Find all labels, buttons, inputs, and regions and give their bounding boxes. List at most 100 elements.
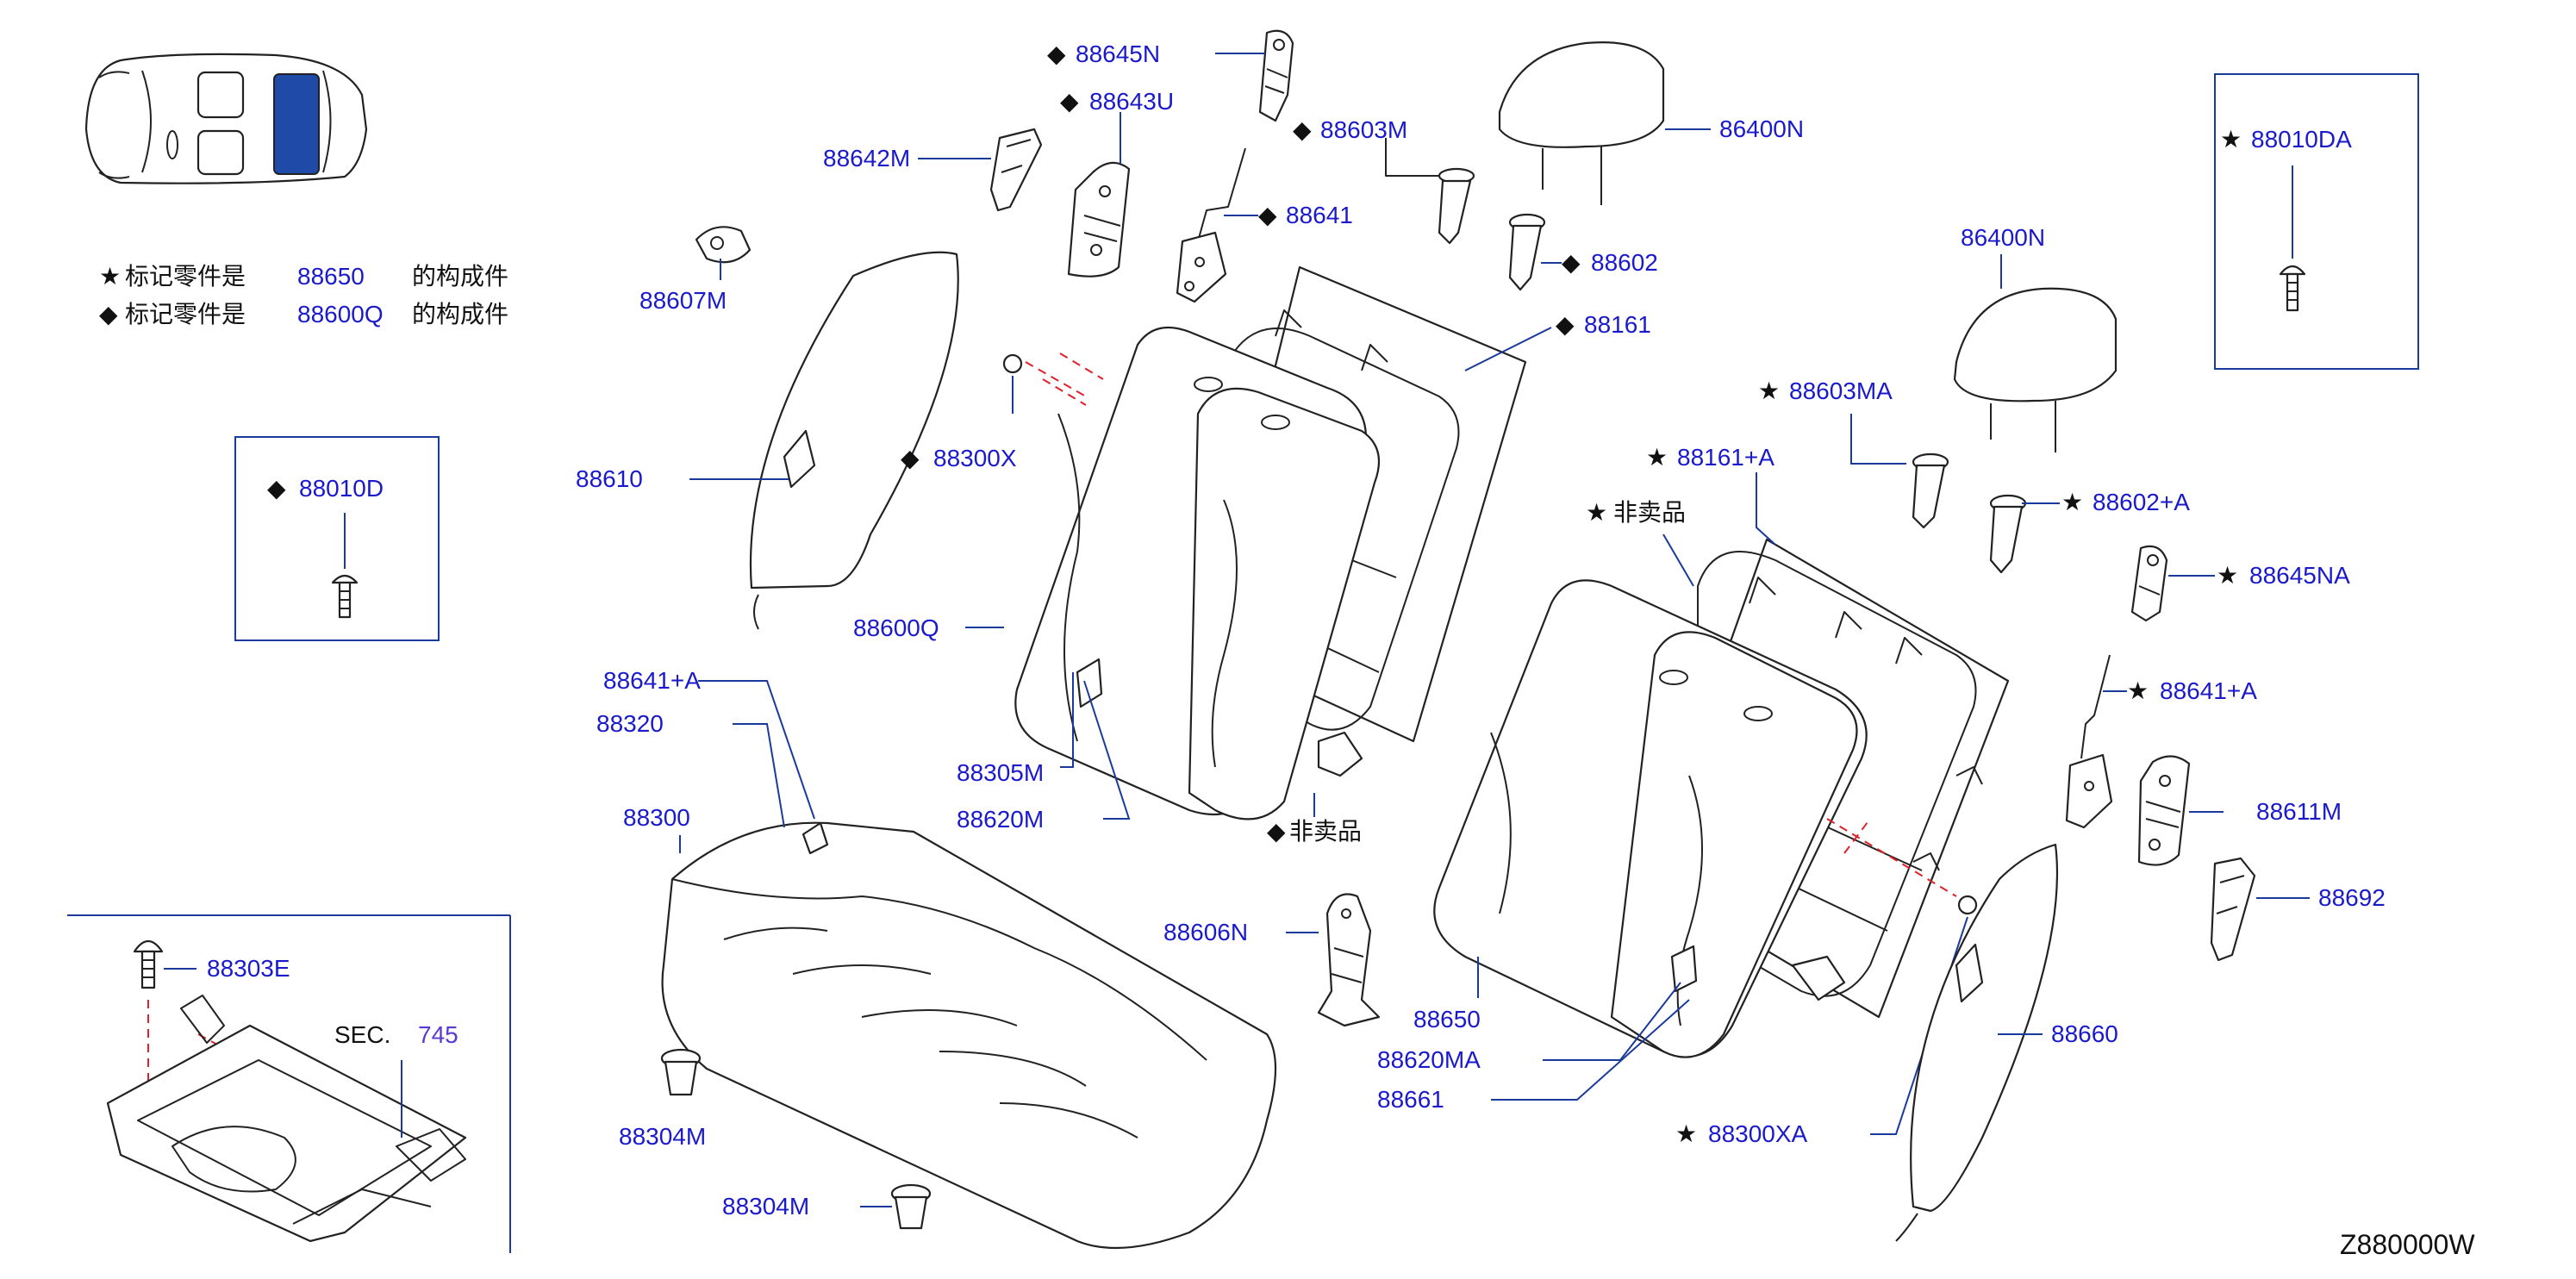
backrest-88650: 88650 88620MA 88661 [1377,579,1868,1113]
guide-88602A: ★ 88602+A [1989,489,2190,574]
bracket-88692: 88692 [2210,857,2386,962]
label-88602: 88602 [1591,249,1658,276]
mark: ◆ [1047,41,1066,67]
label-nonsale-2: 非卖品 [1289,817,1362,845]
legend-star-mark: ★ [99,262,121,290]
clip-88300XA: ★ 88300XA [1675,818,1978,1147]
label-88161: 88161 [1584,311,1651,338]
cover-88643U: ◆ 88643U [1060,88,1174,278]
label-88300X: 88300X [933,445,1017,471]
legend-diamond-text: 标记零件是 [125,300,246,328]
legend-star-suffix: 的构成件 [412,262,508,290]
bracket-88642M: 88642M [823,128,1043,212]
mark: ◆ [1060,88,1079,115]
label-88305M: 88320 [596,710,664,737]
legend-diamond-mark: ◆ [99,300,118,328]
hinge-88645NA: ★ 88645NA [2130,545,2350,622]
section-prefix: SEC. [334,1021,390,1048]
mark: ★ [1758,377,1780,404]
guide-88603M: ◆ 88603M [1293,116,1475,245]
mark: ★ [1646,444,1668,471]
label-88304M-b: 88304M [722,1193,809,1220]
mark: ★ [1586,499,1607,526]
side-trim-88660: 88660 [1895,843,2118,1242]
label-88661: 88661 [1377,1086,1444,1113]
label-88641A: 88641+A [2160,677,2257,704]
legend-diamond-ref: 88600Q [297,301,384,328]
label-88610: 88610 [576,465,643,492]
label-88603M: 88603M [1320,116,1407,143]
label-86400N-right: 86400N [1961,224,2045,251]
label-88300: 88300 [623,804,690,831]
nonsale-1: ★ 非卖品 [1586,498,1694,587]
label-88304M-a: 88304M [619,1123,706,1150]
wire-88641A: ★ 88641+A [2065,654,2257,829]
label-88010DA: 88010DA [2251,126,2352,153]
side-trim-88610: 88610 [576,251,959,630]
label-88602A: 88602+A [2093,489,2190,515]
grommet-icon: 88304M [722,1183,932,1230]
legend: ★ 标记零件是 88650 的构成件 ◆ 标记零件是 88600Q 的构成件 [99,262,508,328]
frame-left [1223,309,1460,777]
bracket-88606N: 88606N [1163,893,1381,1027]
label-88606N: 88606N [1163,919,1248,945]
label-88693M: 88611M [2256,798,2342,825]
label-88645NA: 88645NA [2249,562,2350,589]
mark: ◆ [1258,202,1277,228]
hinge-88645N: ◆ 88645N [1047,29,1294,122]
bolt-icon [133,939,164,989]
label-88010D: 88010D [299,475,384,502]
label-88600Q: 88600Q [853,615,939,641]
label-88320: 88641+A [603,667,701,694]
label-88641: 88641 [1286,202,1353,228]
legend-star-ref: 88650 [297,263,365,290]
label-88161A: 88161+A [1677,444,1775,471]
label-88603MA: 88603MA [1789,377,1893,404]
label-86400N-top: 86400N [1719,115,1804,142]
mark: ★ [2127,677,2149,704]
label-88607M: 88607M [639,287,727,314]
legend-diamond-suffix: 的构成件 [412,300,508,328]
label-88650: 88650 [1413,1006,1481,1033]
label-88620M: 88620M [957,806,1044,833]
floor-inset: 88303E SEC. 745 [67,914,511,1253]
bolt-icon [331,574,359,619]
mark: ◆ [901,445,920,471]
part-box-88010DA: ★ 88010DA [2214,73,2419,370]
part-box-88010D: ◆ 88010D [234,436,440,641]
label-nonsale-1: 非卖品 [1613,498,1686,527]
mark: ★ [1675,1120,1697,1147]
label-88660: 88660 [2051,1020,2118,1047]
headrest-icon: 86400N [1498,41,1804,205]
car-top-view-icon [84,53,368,184]
guide-88603MA: ★ 88603MA [1758,377,1949,529]
cover-88693M: 88611M [2137,755,2342,866]
mark: ★ [2220,126,2242,153]
label-88300XA: 88300XA [1708,1120,1808,1147]
label-88620MA: 88620MA [1377,1046,1481,1073]
label-88645N: 88645N [1076,41,1160,67]
mark: ◆ [1562,249,1581,276]
grommet-icon: 88304M [619,1048,706,1150]
mark: ◆ [267,475,286,502]
wire-88641: ◆ 88641 [1176,147,1353,303]
label-88611M: 88305M [957,759,1044,786]
backrest-88600Q: 88600Q 88305M 88620M ◆ 非卖品 [853,326,1381,845]
label-88692: 88692 [2318,884,2386,911]
section-number: 745 [418,1021,458,1048]
mark: ◆ [1556,311,1575,338]
clip-88607M: 88607M [639,226,752,314]
mark: ★ [2061,489,2083,515]
mark: ◆ [1267,818,1286,845]
label-88303E: 88303E [207,955,290,982]
headrest-icon: 86400N [1953,224,2118,452]
label-88642M: 88642M [823,145,910,172]
mark: ◆ [1293,116,1312,143]
clip-88300X: ◆ 88300X [901,353,1104,471]
guide-88602: ◆ 88602 [1508,213,1658,291]
legend-star-text: 标记零件是 [125,262,246,290]
diagram-id: Z880000W [2340,1229,2475,1260]
label-88643U: 88643U [1089,88,1174,115]
bolt-icon [2279,265,2306,312]
